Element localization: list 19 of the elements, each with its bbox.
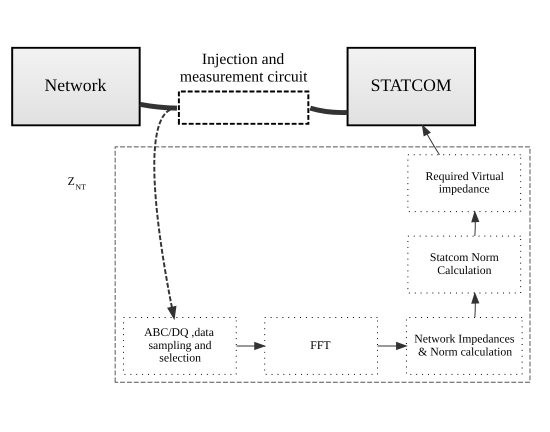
node-box: STATCOM xyxy=(346,46,476,126)
node-box: Network xyxy=(11,46,141,126)
node-box: Network Impedances & Norm calculation xyxy=(406,316,523,374)
label: Z$_{NT}$ xyxy=(68,174,86,192)
node-label: Injection and measurement circuit xyxy=(180,50,308,85)
node-box: ABC/DQ ,data sampling and selection xyxy=(123,316,237,374)
node-box: FFT xyxy=(264,316,378,374)
connector xyxy=(139,101,177,110)
cluster xyxy=(114,146,530,382)
arrow xyxy=(471,291,480,318)
connector xyxy=(310,105,348,114)
node-box: Required Virtual impedance xyxy=(407,154,522,212)
arrow xyxy=(377,341,408,350)
arrow xyxy=(422,124,440,155)
node-box xyxy=(178,90,310,124)
arrow xyxy=(236,341,266,350)
arrow xyxy=(471,210,480,236)
arrow xyxy=(153,106,178,320)
node-box: Statcom Norm Calculation xyxy=(407,235,522,293)
